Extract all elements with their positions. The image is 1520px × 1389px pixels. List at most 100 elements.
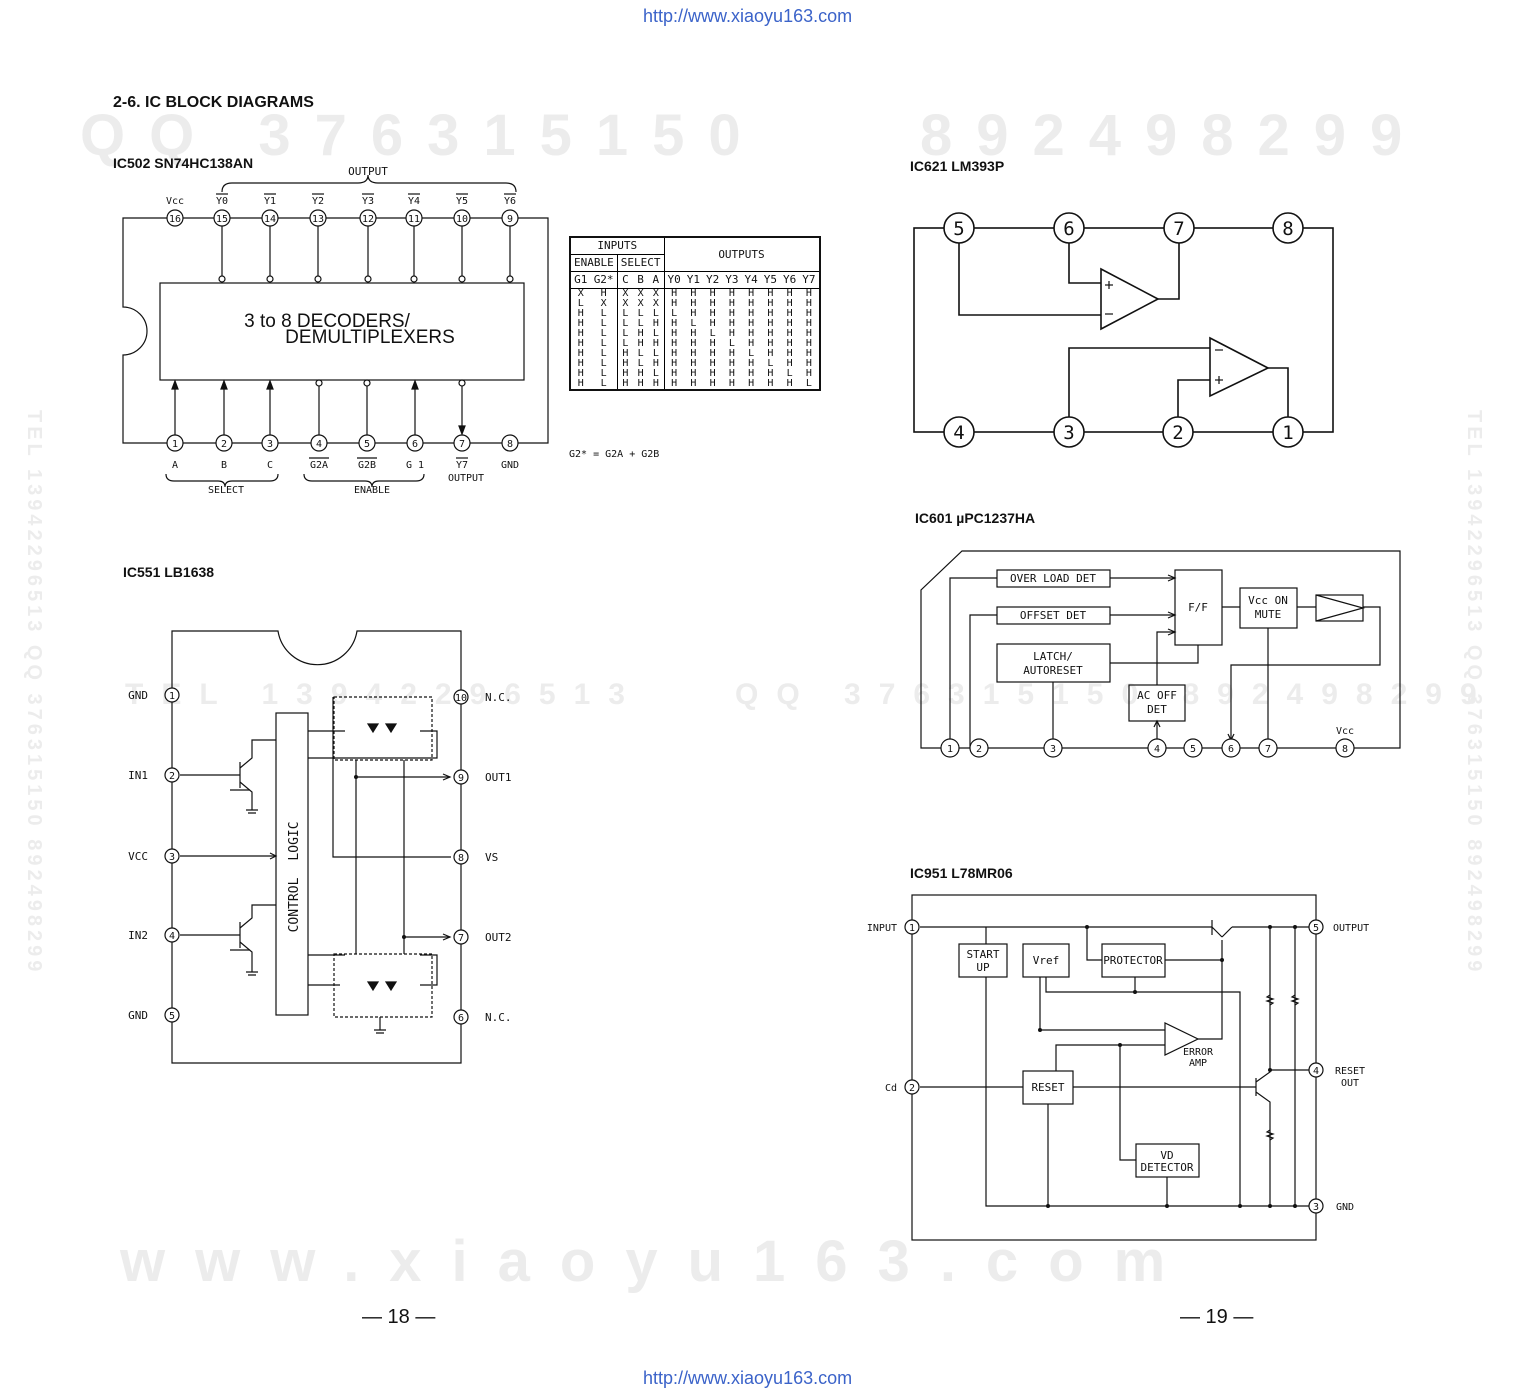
header-url[interactable]: http://www.xiaoyu163.com bbox=[643, 6, 853, 26]
truth-cell: H bbox=[690, 298, 697, 309]
truth-cell: H bbox=[709, 378, 716, 389]
ic502-pin-11: 11 bbox=[408, 214, 420, 225]
ic502-bottom-name-g1: G 1 bbox=[406, 460, 424, 471]
truth-cell: H bbox=[767, 318, 774, 329]
ic502-top-pins bbox=[166, 209, 519, 227]
ic601-vcc-label: Vcc bbox=[1336, 726, 1354, 737]
ic502-pin-4: 4 bbox=[316, 439, 322, 450]
truth-cell: X bbox=[637, 288, 644, 299]
truth-cell: H bbox=[805, 318, 812, 329]
truth-cell: H bbox=[728, 318, 735, 329]
ic621-pin-3: 3 bbox=[1063, 422, 1074, 444]
page-number-left: — 18 — bbox=[362, 1306, 436, 1328]
ic601-heading: IC601 µPC1237HA bbox=[915, 510, 1036, 526]
ic951-vd-line2: DETECTOR bbox=[1141, 1161, 1194, 1174]
truth-cell: H bbox=[622, 378, 629, 389]
ic502-top-name-y0: Y0 bbox=[216, 196, 228, 207]
ic601-overload-block: OVER LOAD DET bbox=[1010, 572, 1096, 585]
truth-cell: H bbox=[786, 288, 793, 299]
ic502-top-name-y6: Y6 bbox=[504, 196, 516, 207]
ic601-acoff-line2: DET bbox=[1147, 703, 1167, 716]
ic621-pin-4: 4 bbox=[953, 422, 964, 444]
ic502-top-name-y2: Y2 bbox=[312, 196, 324, 207]
ic502-pin-9: 9 bbox=[507, 214, 513, 225]
truth-cell: H bbox=[709, 318, 716, 329]
truth-col-y4: Y4 bbox=[741, 271, 761, 289]
ic951-pin-1: 1 bbox=[909, 923, 915, 934]
page-number-right: — 19 — bbox=[1180, 1306, 1254, 1328]
truth-inputs-header: INPUTS bbox=[571, 238, 665, 255]
truth-cell: H bbox=[648, 379, 665, 389]
truth-cell: H bbox=[577, 318, 584, 329]
ic502-pin-13: 13 bbox=[312, 214, 324, 225]
ic502-pin-14: 14 bbox=[264, 214, 276, 225]
truth-cell: H bbox=[786, 328, 793, 339]
truth-cell: X bbox=[648, 288, 665, 299]
ic601-pin-3: 3 bbox=[1050, 744, 1056, 755]
ic502-bottom-name-g2a: G2A bbox=[310, 460, 328, 471]
truth-cell: H bbox=[709, 338, 716, 349]
truth-cell: L bbox=[637, 318, 644, 329]
truth-cell: H bbox=[690, 328, 697, 339]
truth-cell: L bbox=[637, 308, 644, 319]
ic951-pin-4: 4 bbox=[1313, 1066, 1319, 1077]
truth-cell: H bbox=[805, 328, 812, 339]
truth-cell: L bbox=[590, 329, 618, 339]
ic621-pin-6: 6 bbox=[1063, 218, 1074, 240]
truth-cell: H bbox=[690, 288, 697, 299]
truth-cell: L bbox=[590, 369, 618, 379]
truth-cell: H bbox=[786, 318, 793, 329]
truth-cell: H bbox=[748, 288, 755, 299]
truth-cell: H bbox=[786, 308, 793, 319]
ic551-pin-5: 5 bbox=[169, 1011, 175, 1022]
truth-cell: X bbox=[622, 298, 629, 309]
truth-cell: H bbox=[805, 358, 812, 369]
truth-cell: H bbox=[767, 328, 774, 339]
truth-cell: H bbox=[671, 318, 678, 329]
truth-col-g1: G1 bbox=[571, 271, 591, 289]
ic951-cd-label: Cd bbox=[885, 1083, 897, 1094]
truth-cell: H bbox=[767, 378, 774, 389]
truth-cell: H bbox=[590, 288, 618, 299]
truth-cell: X bbox=[637, 298, 644, 309]
ic551-pin-1: 1 bbox=[169, 691, 175, 702]
truth-cell: H bbox=[671, 358, 678, 369]
ic601-pin-5: 5 bbox=[1190, 744, 1196, 755]
truth-cell: H bbox=[805, 348, 812, 359]
truth-cell: L bbox=[590, 319, 618, 329]
truth-cell: L bbox=[590, 309, 618, 319]
ic502-enable-label: ENABLE bbox=[354, 485, 390, 496]
footer-url[interactable]: http://www.xiaoyu163.com bbox=[643, 1368, 853, 1388]
ic551-right-name-10: N.C. bbox=[485, 691, 512, 704]
truth-select-header: SELECT bbox=[617, 254, 665, 272]
ic951-start-line1: START bbox=[966, 948, 999, 961]
truth-cell: L bbox=[590, 379, 618, 389]
truth-cell: H bbox=[748, 298, 755, 309]
truth-cell: L bbox=[590, 349, 618, 359]
truth-cell: L bbox=[648, 309, 665, 319]
ic502-pin-6: 6 bbox=[412, 439, 418, 450]
ic551-right-name-9: OUT1 bbox=[485, 771, 512, 784]
truth-cell: H bbox=[577, 348, 584, 359]
ic601-vcc-line2: MUTE bbox=[1255, 608, 1282, 621]
truth-cell: H bbox=[728, 288, 735, 299]
ic621-pin-2: 2 bbox=[1172, 422, 1183, 444]
ic601-acoff-line1: AC OFF bbox=[1137, 689, 1177, 702]
ic502-top-name-y1: Y1 bbox=[264, 196, 276, 207]
ic502-pin-3: 3 bbox=[267, 439, 273, 450]
ic502-pin-10: 10 bbox=[456, 214, 468, 225]
truth-col-y2: Y2 bbox=[703, 271, 723, 289]
ic502-pin-7: 7 bbox=[459, 439, 465, 450]
truth-col-b: B bbox=[633, 271, 649, 289]
truth-cell: H bbox=[690, 358, 697, 369]
truth-cell: H bbox=[709, 358, 716, 369]
ic601-vcc-line1: Vcc ON bbox=[1248, 594, 1288, 607]
ic502-bottom-name-y7: Y7 bbox=[456, 460, 468, 471]
ic502-block-line2: DEMULTIPLEXERS bbox=[285, 327, 455, 348]
truth-cell: H bbox=[577, 328, 584, 339]
ic551-right-name-8: VS bbox=[485, 851, 498, 864]
